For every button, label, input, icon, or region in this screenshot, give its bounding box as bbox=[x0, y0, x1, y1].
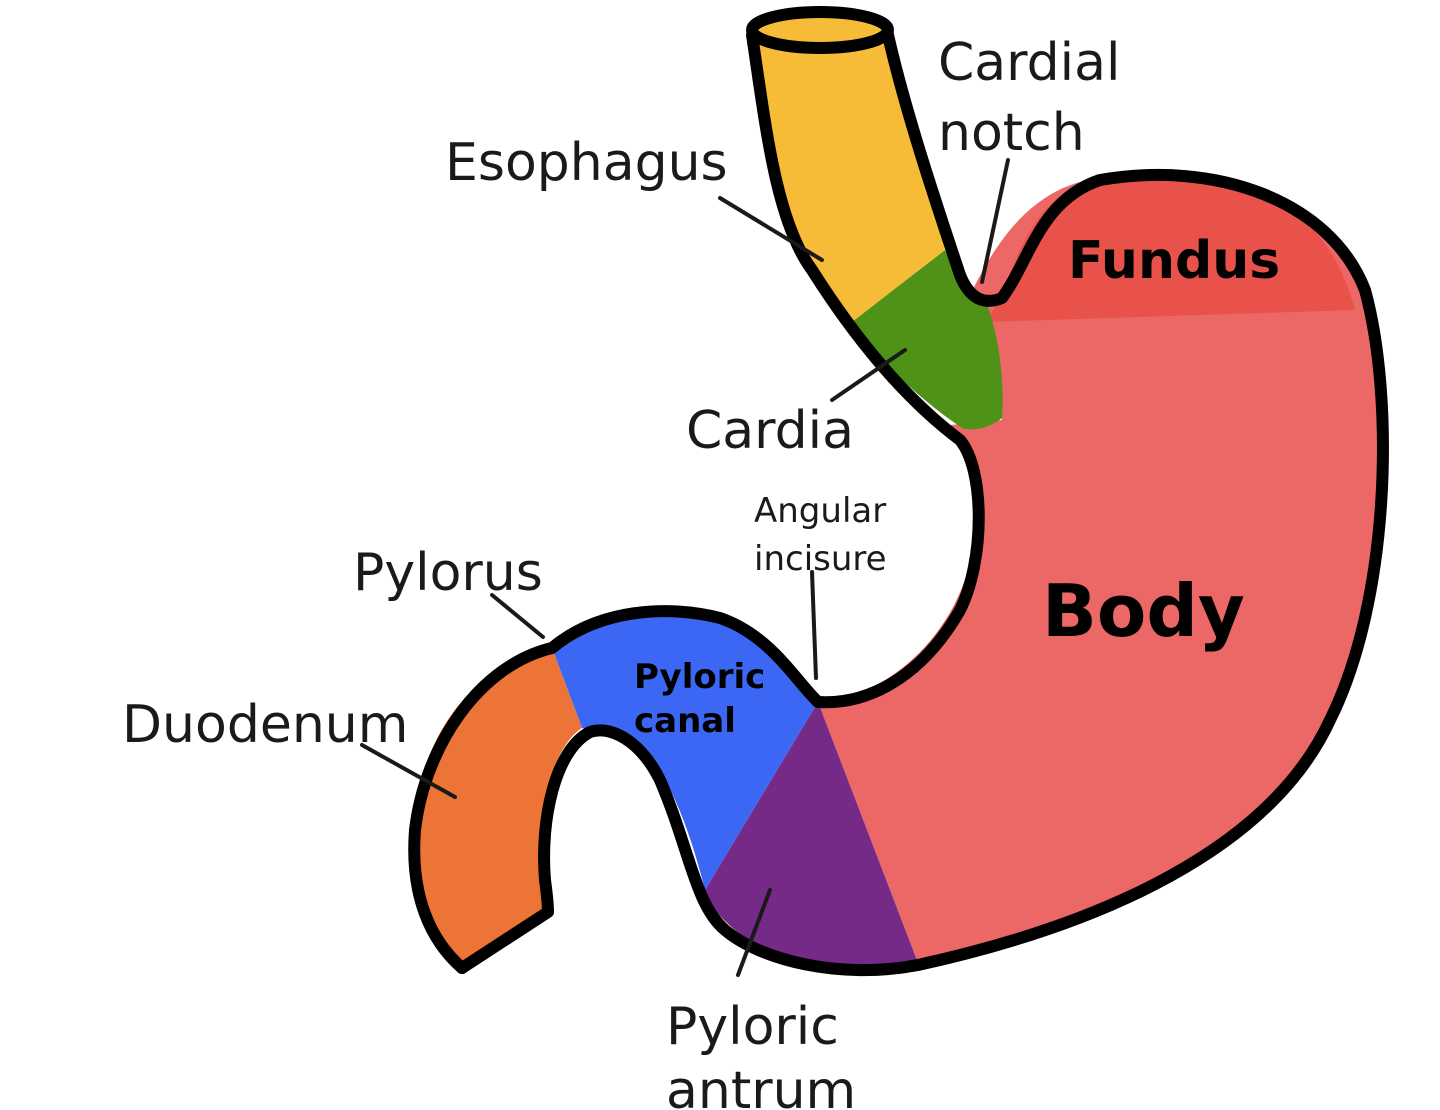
pyloric-antrum-label-line2: antrum bbox=[666, 1061, 856, 1110]
cardial-notch-label-line2: notch bbox=[938, 103, 1085, 163]
cardia-leader bbox=[830, 348, 907, 402]
angular-incisure-label-line2: incisure bbox=[754, 539, 887, 579]
pyloric-antrum-region bbox=[705, 702, 918, 970]
cardial-notch-label-line1: Cardial bbox=[938, 33, 1120, 93]
fundus-label: Fundus bbox=[1068, 231, 1280, 291]
cardia-region bbox=[848, 250, 1003, 430]
body-region bbox=[818, 175, 1382, 963]
pylorus-leader bbox=[490, 593, 545, 639]
pylorus-label: Pylorus bbox=[353, 543, 543, 603]
cardial-notch-leader bbox=[980, 158, 1010, 284]
cardia-label: Cardia bbox=[686, 401, 854, 461]
pyloric-canal-label-line2: canal bbox=[634, 701, 736, 741]
greater-curvature-outline bbox=[456, 29, 1389, 977]
duodenum-leader bbox=[360, 743, 457, 799]
pyloric-antrum-label-line1: Pyloric bbox=[666, 997, 839, 1057]
esophagus-region bbox=[752, 30, 945, 325]
pyloric-canal-region bbox=[552, 614, 818, 890]
pyloric-canal-label-line1: Pyloric bbox=[634, 657, 765, 697]
angular-incisure-leader bbox=[810, 570, 818, 680]
pyloric-antrum-leader bbox=[736, 888, 772, 977]
fundus-region bbox=[985, 171, 1355, 322]
esophagus-opening bbox=[752, 12, 888, 48]
stomach-outline bbox=[408, 6, 1389, 977]
leader-lines bbox=[360, 158, 1010, 977]
duodenum-region bbox=[414, 648, 582, 965]
lesser-curvature-outline bbox=[408, 29, 985, 974]
stomach-regions bbox=[414, 12, 1382, 970]
esophagus-opening-outline bbox=[746, 6, 894, 54]
body-label: Body bbox=[1042, 569, 1245, 653]
duodenum-label: Duodenum bbox=[122, 695, 408, 755]
esophagus-leader bbox=[718, 196, 824, 262]
labels: Esophagus Cardial notch Fundus Cardia An… bbox=[122, 33, 1280, 1110]
angular-incisure-label-line1: Angular bbox=[754, 491, 886, 531]
esophagus-label: Esophagus bbox=[445, 133, 728, 193]
